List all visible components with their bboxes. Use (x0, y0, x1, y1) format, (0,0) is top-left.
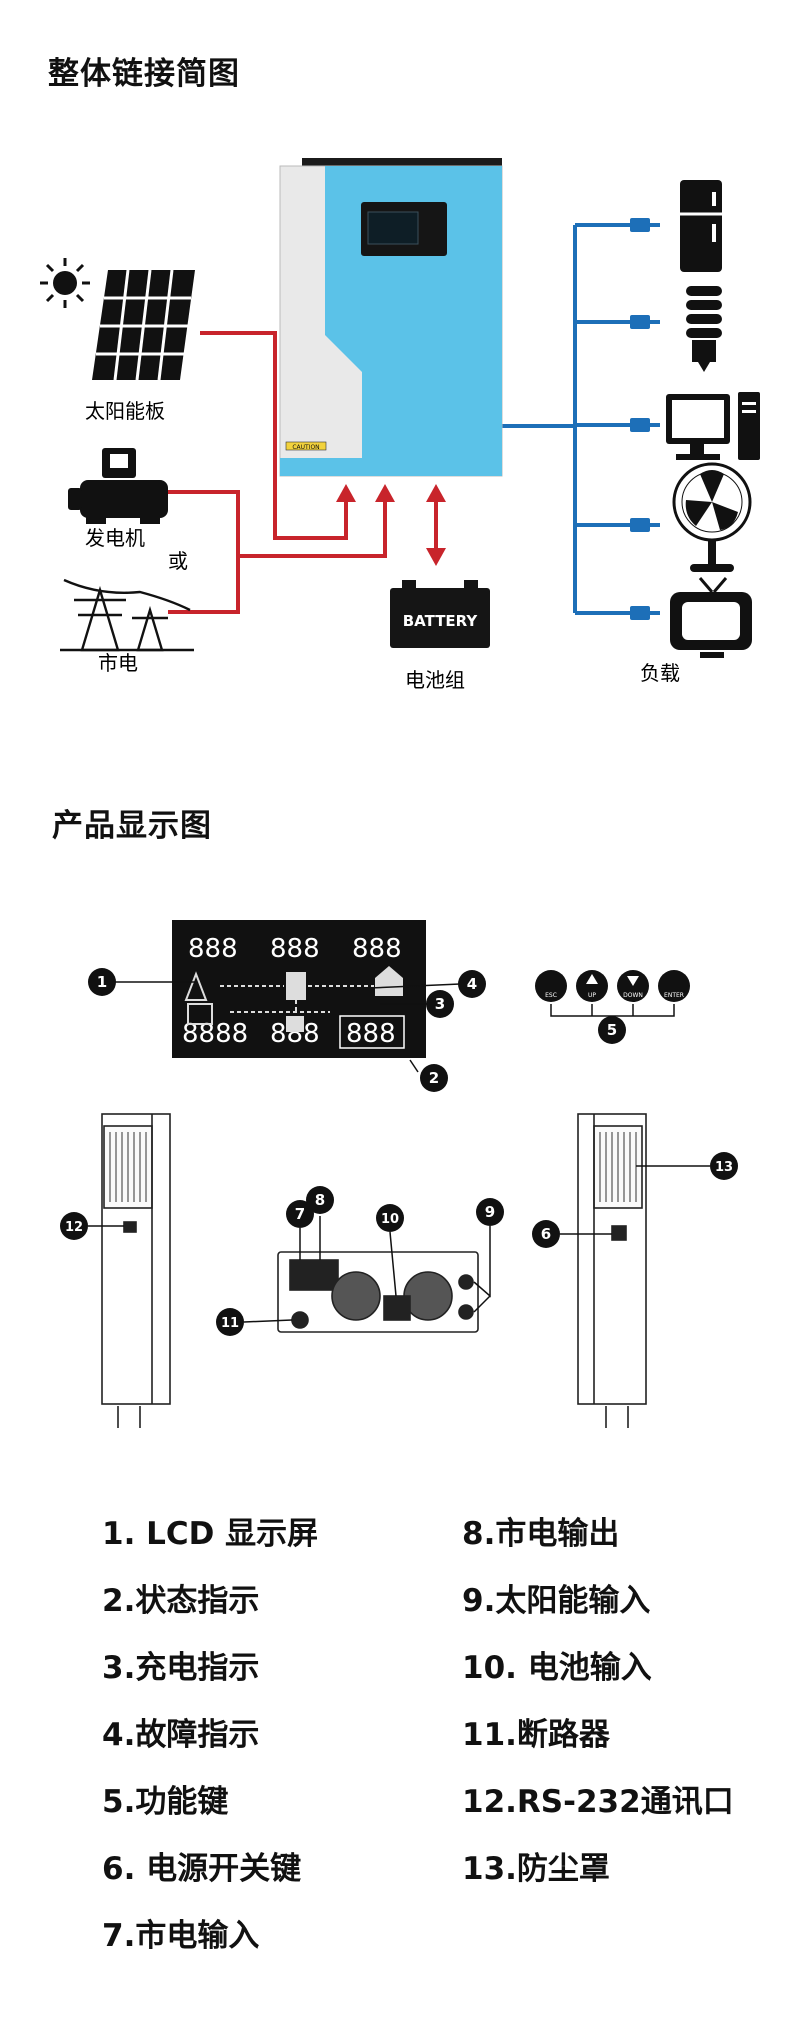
svg-text:UP: UP (588, 992, 596, 999)
bottom-view (277, 1251, 479, 1333)
label-load: 负载 (640, 661, 680, 685)
connection-diagram: CAUTION (40, 158, 760, 692)
svg-text:12: 12 (65, 1220, 83, 1235)
lcd-panel: 888 888 888 8888 888 888 (172, 920, 426, 1058)
svg-text:10: 10 (381, 1212, 399, 1227)
solar-panel-icon (40, 258, 195, 381)
legend-item-13: 13.防尘罩 (462, 1851, 610, 1887)
svg-text:888: 888 (270, 934, 320, 964)
tv-icon (670, 577, 752, 658)
svg-text:CAUTION: CAUTION (292, 444, 319, 451)
legend-item-6: 6. 电源开关键 (102, 1851, 302, 1887)
button-row: ESC UP DOWN ENTER (535, 970, 690, 1024)
svg-text:1: 1 (97, 973, 107, 991)
svg-text:11: 11 (221, 1316, 239, 1331)
svg-text:ENTER: ENTER (664, 992, 684, 999)
callout-markers (60, 968, 738, 1336)
svg-text:5: 5 (607, 1021, 617, 1039)
inverter-unit: CAUTION (279, 158, 503, 477)
input-wires (168, 331, 387, 614)
grid-tower-icon (60, 578, 194, 652)
label-solar: 太阳能板 (85, 399, 165, 423)
svg-text:2: 2 (429, 1069, 439, 1087)
legend-item-12: 12.RS-232通讯口 (462, 1784, 734, 1820)
svg-text:DOWN: DOWN (623, 992, 643, 999)
legend-item-11: 11.断路器 (462, 1717, 610, 1753)
load-plugs (630, 218, 650, 620)
svg-text:4: 4 (467, 975, 477, 993)
computer-icon (666, 392, 760, 460)
svg-text:13: 13 (715, 1160, 733, 1175)
label-or: 或 (168, 549, 188, 573)
section-title-product: 产品显示图 (52, 808, 212, 844)
legend-item-3: 3.充电指示 (102, 1650, 260, 1686)
svg-text:888: 888 (352, 934, 402, 964)
product-diagram: 888 888 888 8888 888 888 ESC UP (60, 920, 738, 1428)
svg-text:7: 7 (295, 1205, 305, 1223)
legend-item-5: 5.功能键 (102, 1784, 229, 1820)
svg-text:3: 3 (435, 995, 445, 1013)
legend-item-8: 8.市电输出 (462, 1516, 620, 1552)
battery-icon: BATTERY (390, 580, 490, 648)
input-arrows (336, 484, 446, 566)
svg-text:ESC: ESC (545, 992, 557, 999)
light-bulb-icon (686, 286, 722, 372)
label-grid: 市电 (98, 651, 138, 675)
svg-text:888: 888 (346, 1019, 396, 1049)
section-title-connection: 整体链接简图 (48, 56, 240, 92)
fan-icon (672, 462, 752, 572)
legend-item-7: 7.市电输入 (102, 1918, 260, 1954)
legend-item-9: 9.太阳能输入 (462, 1583, 651, 1619)
fridge-icon (680, 180, 722, 272)
legend-item-4: 4.故障指示 (102, 1717, 260, 1753)
svg-text:8: 8 (315, 1191, 325, 1209)
svg-text:888: 888 (188, 934, 238, 964)
legend-item-1: 1. LCD 显示屏 (102, 1516, 319, 1552)
label-battery-group: 电池组 (405, 668, 465, 692)
generator-icon (68, 448, 168, 524)
svg-text:6: 6 (541, 1225, 551, 1243)
side-view-right (577, 1113, 647, 1428)
svg-text:BATTERY: BATTERY (403, 612, 479, 630)
legend-item-2: 2.状态指示 (102, 1583, 260, 1619)
svg-text:9: 9 (485, 1203, 495, 1221)
side-view-left (101, 1113, 171, 1428)
label-generator: 发电机 (85, 526, 145, 550)
legend-item-10: 10. 电池输入 (462, 1650, 652, 1686)
